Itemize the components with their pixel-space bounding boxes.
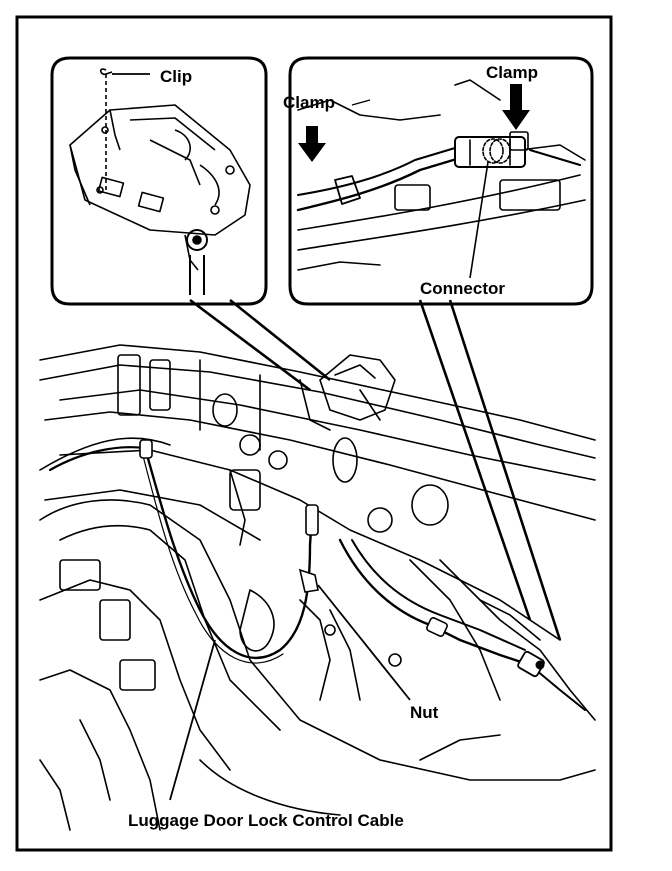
inset-connector: Clamp Clamp Connector <box>283 56 594 641</box>
control-cable <box>48 439 319 664</box>
cable-label: Luggage Door Lock Control Cable <box>128 811 404 830</box>
clip-label: Clip <box>160 67 192 86</box>
arrow-down-icon <box>298 126 326 162</box>
inset-clip: Clip <box>50 56 331 392</box>
wire-harness <box>338 538 586 711</box>
nut-label: Nut <box>410 703 439 722</box>
callouts <box>169 584 411 801</box>
clamp-label-right: Clamp <box>486 63 538 82</box>
arrow-down-icon <box>502 84 530 130</box>
connector-label: Connector <box>420 279 505 298</box>
clamp-label-left: Clamp <box>283 93 335 112</box>
outer-frame <box>15 15 613 852</box>
